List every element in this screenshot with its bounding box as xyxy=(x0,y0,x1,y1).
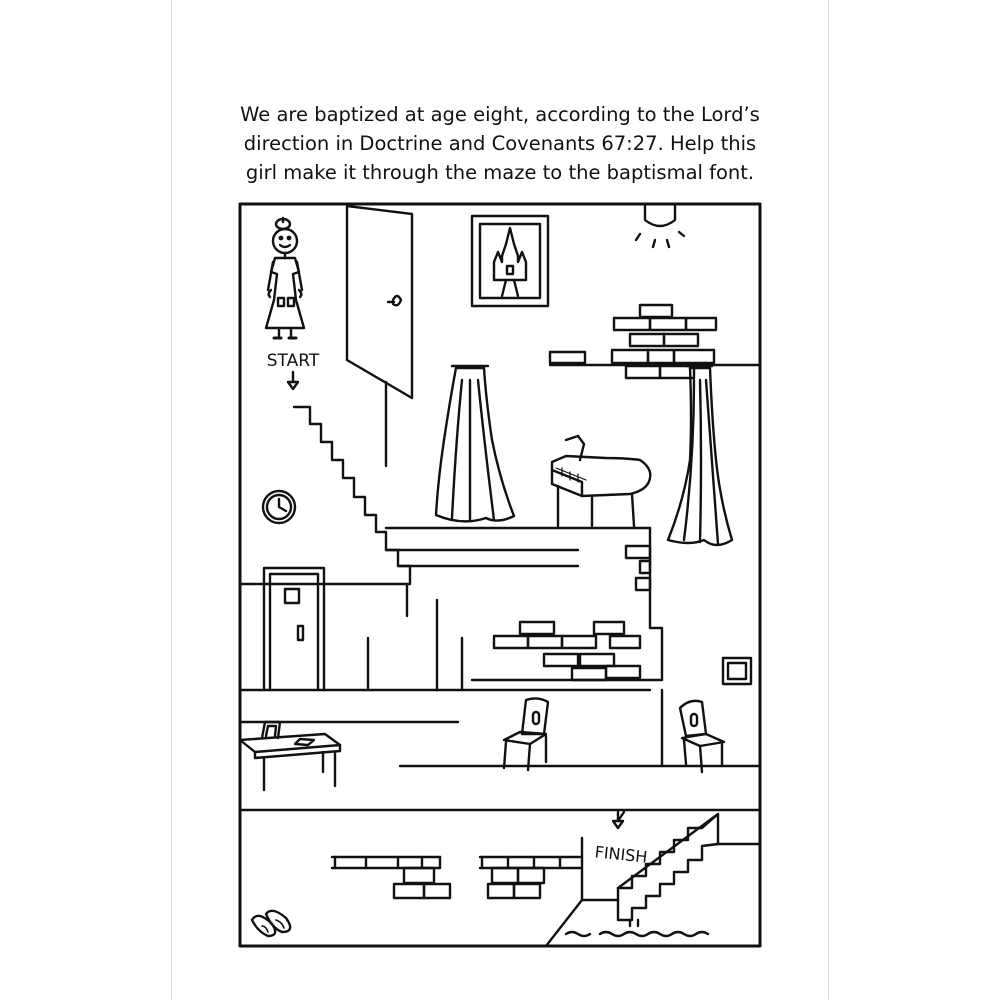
finish-arrow-icon xyxy=(611,819,625,830)
start-label: START xyxy=(267,351,320,371)
instructions-line-2: direction in Doctrine and Covenants 67:2… xyxy=(243,132,757,155)
brick-wall-middle xyxy=(470,526,664,682)
temple-picture xyxy=(470,214,550,308)
chair-left xyxy=(502,697,550,772)
table xyxy=(238,720,342,792)
open-door xyxy=(345,204,414,468)
curtain-left xyxy=(434,364,516,523)
staircase-1 xyxy=(238,405,412,586)
maze-border xyxy=(238,202,762,948)
finish-arrow-icon xyxy=(616,810,626,823)
coloring-page xyxy=(171,0,829,1000)
piano xyxy=(550,434,652,528)
wall-frame xyxy=(721,656,753,686)
brick-wall-upper xyxy=(548,303,762,380)
start-arrow-icon xyxy=(286,370,300,391)
finish-label: FINISH xyxy=(594,842,648,866)
baptismal-font xyxy=(544,812,762,948)
curtain-right xyxy=(666,364,734,547)
clock-icon xyxy=(261,489,297,525)
ceiling-light-icon xyxy=(634,204,686,249)
closed-door xyxy=(262,566,326,692)
slippers-icon xyxy=(250,909,292,938)
instructions-line-3: girl make it through the maze to the bap… xyxy=(245,161,755,184)
chair-right xyxy=(678,699,726,774)
brick-wall-lower xyxy=(330,855,582,900)
girl-figure xyxy=(264,216,306,340)
instructions-line-1: We are baptized at age eight, according … xyxy=(240,103,760,126)
instructions-text: We are baptized at age eight, according … xyxy=(0,100,1000,187)
